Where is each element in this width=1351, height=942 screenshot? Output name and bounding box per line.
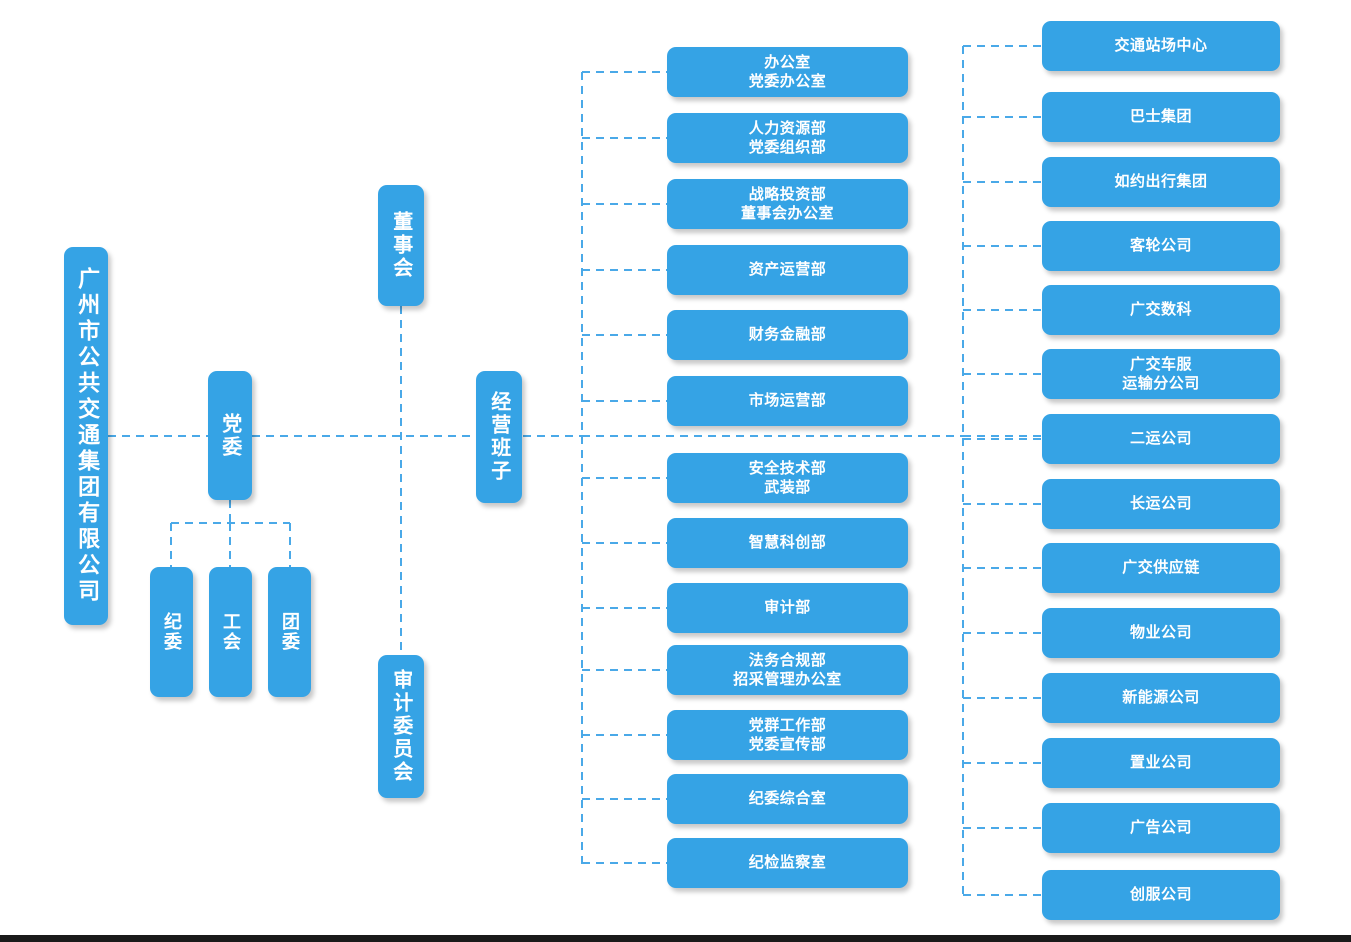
- node-subsidiary-4-line1: 客轮公司: [1129, 236, 1192, 255]
- node-subsidiary-5-line1: 广交数科: [1129, 300, 1192, 319]
- node-youth-league[interactable]: 团委: [268, 567, 311, 697]
- node-department-2-line1: 人力资源部: [748, 118, 827, 137]
- node-department-11[interactable]: 党群工作部党委宣传部: [667, 710, 908, 760]
- node-department-10-line1: 法务合规部: [748, 650, 827, 669]
- node-subsidiary-6[interactable]: 广交车服运输分公司: [1042, 349, 1280, 399]
- node-department-1-line2: 党委办公室: [748, 72, 827, 90]
- node-department-3-line2: 董事会办公室: [740, 204, 834, 222]
- node-party-committee[interactable]: 党委: [208, 371, 252, 500]
- node-department-6[interactable]: 市场运营部: [667, 376, 908, 426]
- node-subsidiary-12[interactable]: 置业公司: [1042, 738, 1280, 788]
- node-department-1-line1: 办公室: [764, 52, 811, 71]
- node-subsidiary-2[interactable]: 巴士集团: [1042, 92, 1280, 142]
- node-department-3[interactable]: 战略投资部董事会办公室: [667, 179, 908, 229]
- node-subsidiary-11[interactable]: 新能源公司: [1042, 673, 1280, 723]
- node-subsidiary-1[interactable]: 交通站场中心: [1042, 21, 1280, 71]
- node-subsidiary-13-line1: 广告公司: [1129, 818, 1192, 837]
- node-department-10-line2: 招采管理办公室: [733, 670, 842, 688]
- node-subsidiary-9[interactable]: 广交供应链: [1042, 543, 1280, 593]
- footer-bar: [0, 935, 1351, 942]
- node-subsidiary-10-line1: 物业公司: [1129, 623, 1192, 642]
- node-department-7[interactable]: 安全技术部武装部: [667, 453, 908, 503]
- node-department-12[interactable]: 纪委综合室: [667, 774, 908, 824]
- node-labor-union[interactable]: 工会: [209, 567, 252, 697]
- node-department-2-line2: 党委组织部: [748, 138, 827, 156]
- node-department-11-line2: 党委宣传部: [748, 735, 827, 753]
- node-subsidiary-5[interactable]: 广交数科: [1042, 285, 1280, 335]
- node-subsidiary-8[interactable]: 长运公司: [1042, 479, 1280, 529]
- node-subsidiary-10[interactable]: 物业公司: [1042, 608, 1280, 658]
- node-board-of-directors[interactable]: 董事会: [378, 185, 424, 306]
- node-subsidiary-13[interactable]: 广告公司: [1042, 803, 1280, 853]
- node-subsidiary-6-line1: 广交车服: [1129, 354, 1192, 373]
- node-department-4-line1: 资产运营部: [748, 260, 827, 279]
- node-subsidiary-7[interactable]: 二运公司: [1042, 414, 1280, 464]
- node-subsidiary-3[interactable]: 如约出行集团: [1042, 157, 1280, 207]
- node-root-company[interactable]: 广州市公共交通集团有限公司: [64, 247, 108, 625]
- node-subsidiary-6-line2: 运输分公司: [1122, 374, 1200, 392]
- node-department-8[interactable]: 智慧科创部: [667, 518, 908, 568]
- node-subsidiary-1-line1: 交通站场中心: [1114, 36, 1208, 55]
- node-subsidiary-12-line1: 置业公司: [1129, 753, 1192, 772]
- node-department-2[interactable]: 人力资源部党委组织部: [667, 113, 908, 163]
- node-department-9-line1: 审计部: [764, 598, 811, 617]
- node-department-11-line1: 党群工作部: [748, 715, 827, 734]
- node-department-3-line1: 战略投资部: [748, 184, 827, 203]
- node-subsidiary-11-line1: 新能源公司: [1122, 688, 1200, 707]
- node-subsidiary-14[interactable]: 创服公司: [1042, 870, 1280, 920]
- node-department-5[interactable]: 财务金融部: [667, 310, 908, 360]
- node-department-1[interactable]: 办公室党委办公室: [667, 47, 908, 97]
- node-department-13[interactable]: 纪检监察室: [667, 838, 908, 888]
- node-subsidiary-7-line1: 二运公司: [1129, 429, 1192, 448]
- node-department-10[interactable]: 法务合规部招采管理办公室: [667, 645, 908, 695]
- node-subsidiary-8-line1: 长运公司: [1129, 494, 1192, 513]
- node-department-4[interactable]: 资产运营部: [667, 245, 908, 295]
- node-management-team[interactable]: 经营班子: [476, 371, 522, 503]
- node-department-12-line1: 纪委综合室: [748, 789, 827, 808]
- node-subsidiary-9-line1: 广交供应链: [1122, 558, 1200, 577]
- node-department-8-line1: 智慧科创部: [748, 533, 827, 552]
- node-subsidiary-2-line1: 巴士集团: [1129, 107, 1192, 126]
- node-department-6-line1: 市场运营部: [748, 391, 827, 410]
- node-subsidiary-3-line1: 如约出行集团: [1114, 172, 1208, 191]
- node-department-9[interactable]: 审计部: [667, 583, 908, 633]
- node-department-7-line1: 安全技术部: [748, 458, 827, 477]
- node-discipline-commission[interactable]: 纪委: [150, 567, 193, 697]
- node-department-13-line1: 纪检监察室: [748, 853, 827, 872]
- node-audit-committee[interactable]: 审计委员会: [378, 655, 424, 798]
- node-department-5-line1: 财务金融部: [748, 325, 827, 344]
- node-subsidiary-14-line1: 创服公司: [1129, 885, 1192, 904]
- node-subsidiary-4[interactable]: 客轮公司: [1042, 221, 1280, 271]
- node-department-7-line2: 武装部: [764, 478, 811, 496]
